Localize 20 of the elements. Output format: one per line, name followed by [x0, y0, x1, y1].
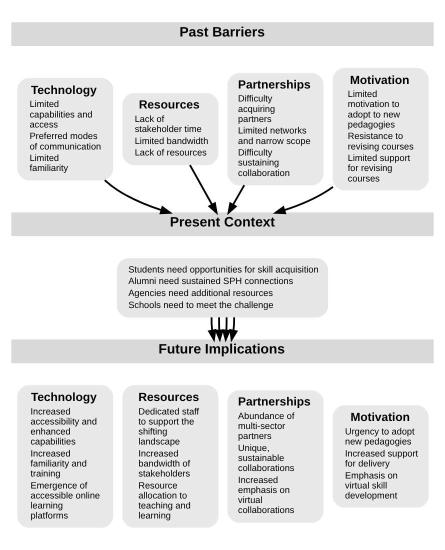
- arrow: [208, 317, 216, 342]
- arrow: [229, 317, 238, 342]
- node-box: Resources Lack of stakeholder time Limited bandwidth Lack of resources: [122, 93, 218, 166]
- arrow: [222, 317, 231, 342]
- node-box: Resources Dedicated staff to support the shifting landscape Increased bandwidth of stakeholders Resource allocation to teaching and learning: [122, 385, 218, 528]
- node-box: Partnerships Difficulty acquiring partners Limited networks and narrow scope Difficulty sustaining collaboration: [228, 72, 324, 186]
- node-box: Students need opportunities for skill acquisition Alumni need sustained SPH connections Agencies need additional resources Schools need to meet the challenge: [116, 258, 328, 318]
- arrow: [272, 186, 334, 214]
- node-box: Motivation Urgency to adopt new pedagogies Increased support for delivery Emphasis on virtual skill development: [332, 405, 429, 508]
- arrow: [189, 164, 218, 216]
- arrow: [227, 184, 246, 216]
- node-box: Future Implications: [11, 339, 434, 364]
- node-box: Technology Limited capabilities and access Preferred modes of communication Limited familiarity: [17, 78, 114, 180]
- node-box: Past Barriers: [11, 22, 434, 46]
- node-box: Partnerships Abundance of multi-sector partners Unique, sustainable collaborations Increased emphasis on virtual collaborations: [228, 390, 324, 523]
- node-box: Present Context: [11, 212, 434, 236]
- node-box: Motivation Limited motivation to adopt to new pedagogies Resistance to revising courses Limited support for revising courses: [332, 68, 429, 190]
- node-box: Technology Increased accessibility and enhanced capabilities Increased familiarity and training Emergence of accessible online learning platforms: [17, 385, 114, 528]
- arrow: [214, 317, 224, 342]
- arrow: [104, 179, 173, 214]
